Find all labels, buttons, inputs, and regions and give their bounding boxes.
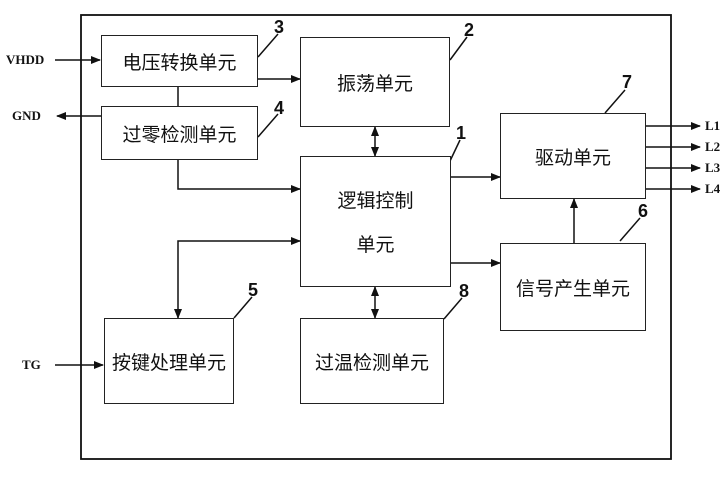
zc-logic-arrow — [177, 160, 301, 193]
tg-label: TG — [22, 357, 41, 372]
ref-number-7: 7 — [622, 72, 633, 92]
drive-label: 驱动单元 — [534, 146, 611, 169]
output-l3-label: L3 — [705, 160, 721, 175]
leader-3 — [257, 33, 279, 58]
zero-crossing-label: 过零检测单元 — [122, 123, 237, 146]
key-processing-label: 按键处理单元 — [111, 351, 226, 374]
vhdd-label: VHDD — [6, 52, 45, 67]
leader-2 — [449, 36, 468, 61]
oscillation-block: 振荡单元 — [300, 37, 450, 127]
voltage-conversion-block: 电压转换单元 — [101, 35, 258, 87]
leader-6 — [619, 217, 641, 242]
ref-number-3: 3 — [274, 17, 285, 37]
logic-control-label-line1: 逻辑控制 — [337, 189, 414, 212]
leader-7 — [604, 89, 626, 114]
gnd-label: GND — [12, 108, 41, 123]
output-l2-label: L2 — [705, 139, 721, 154]
logic-control-label-line2: 单元 — [356, 234, 395, 257]
over-temperature-label: 过温检测单元 — [314, 351, 429, 374]
leader-4 — [257, 113, 279, 138]
ref-number-6: 6 — [638, 201, 649, 221]
voltage-conversion-label: 电压转换单元 — [122, 51, 237, 74]
drive-block: 驱动单元 — [500, 113, 646, 199]
chip-boundary — [80, 14, 672, 460]
logic-control-block: 逻辑控制 单元 — [300, 156, 451, 287]
signal-generation-label: 信号产生单元 — [515, 277, 630, 300]
output-l1-label: L1 — [705, 118, 721, 133]
leader-8 — [443, 297, 463, 320]
ref-number-2: 2 — [464, 20, 475, 40]
output-l4-label: L4 — [705, 181, 721, 196]
over-temperature-block: 过温检测单元 — [300, 318, 444, 404]
signal-generation-block: 信号产生单元 — [500, 243, 646, 331]
leader-5 — [233, 296, 253, 319]
oscillation-label: 振荡单元 — [336, 72, 413, 95]
zero-crossing-block: 过零检测单元 — [101, 106, 258, 160]
ref-number-5: 5 — [248, 280, 259, 300]
leader-1 — [449, 139, 461, 162]
ref-number-8: 8 — [459, 281, 470, 301]
key-processing-block: 按键处理单元 — [104, 318, 234, 404]
ref-number-4: 4 — [274, 98, 285, 118]
ref-number-1: 1 — [456, 123, 467, 143]
logic-key-arrow — [174, 237, 301, 319]
